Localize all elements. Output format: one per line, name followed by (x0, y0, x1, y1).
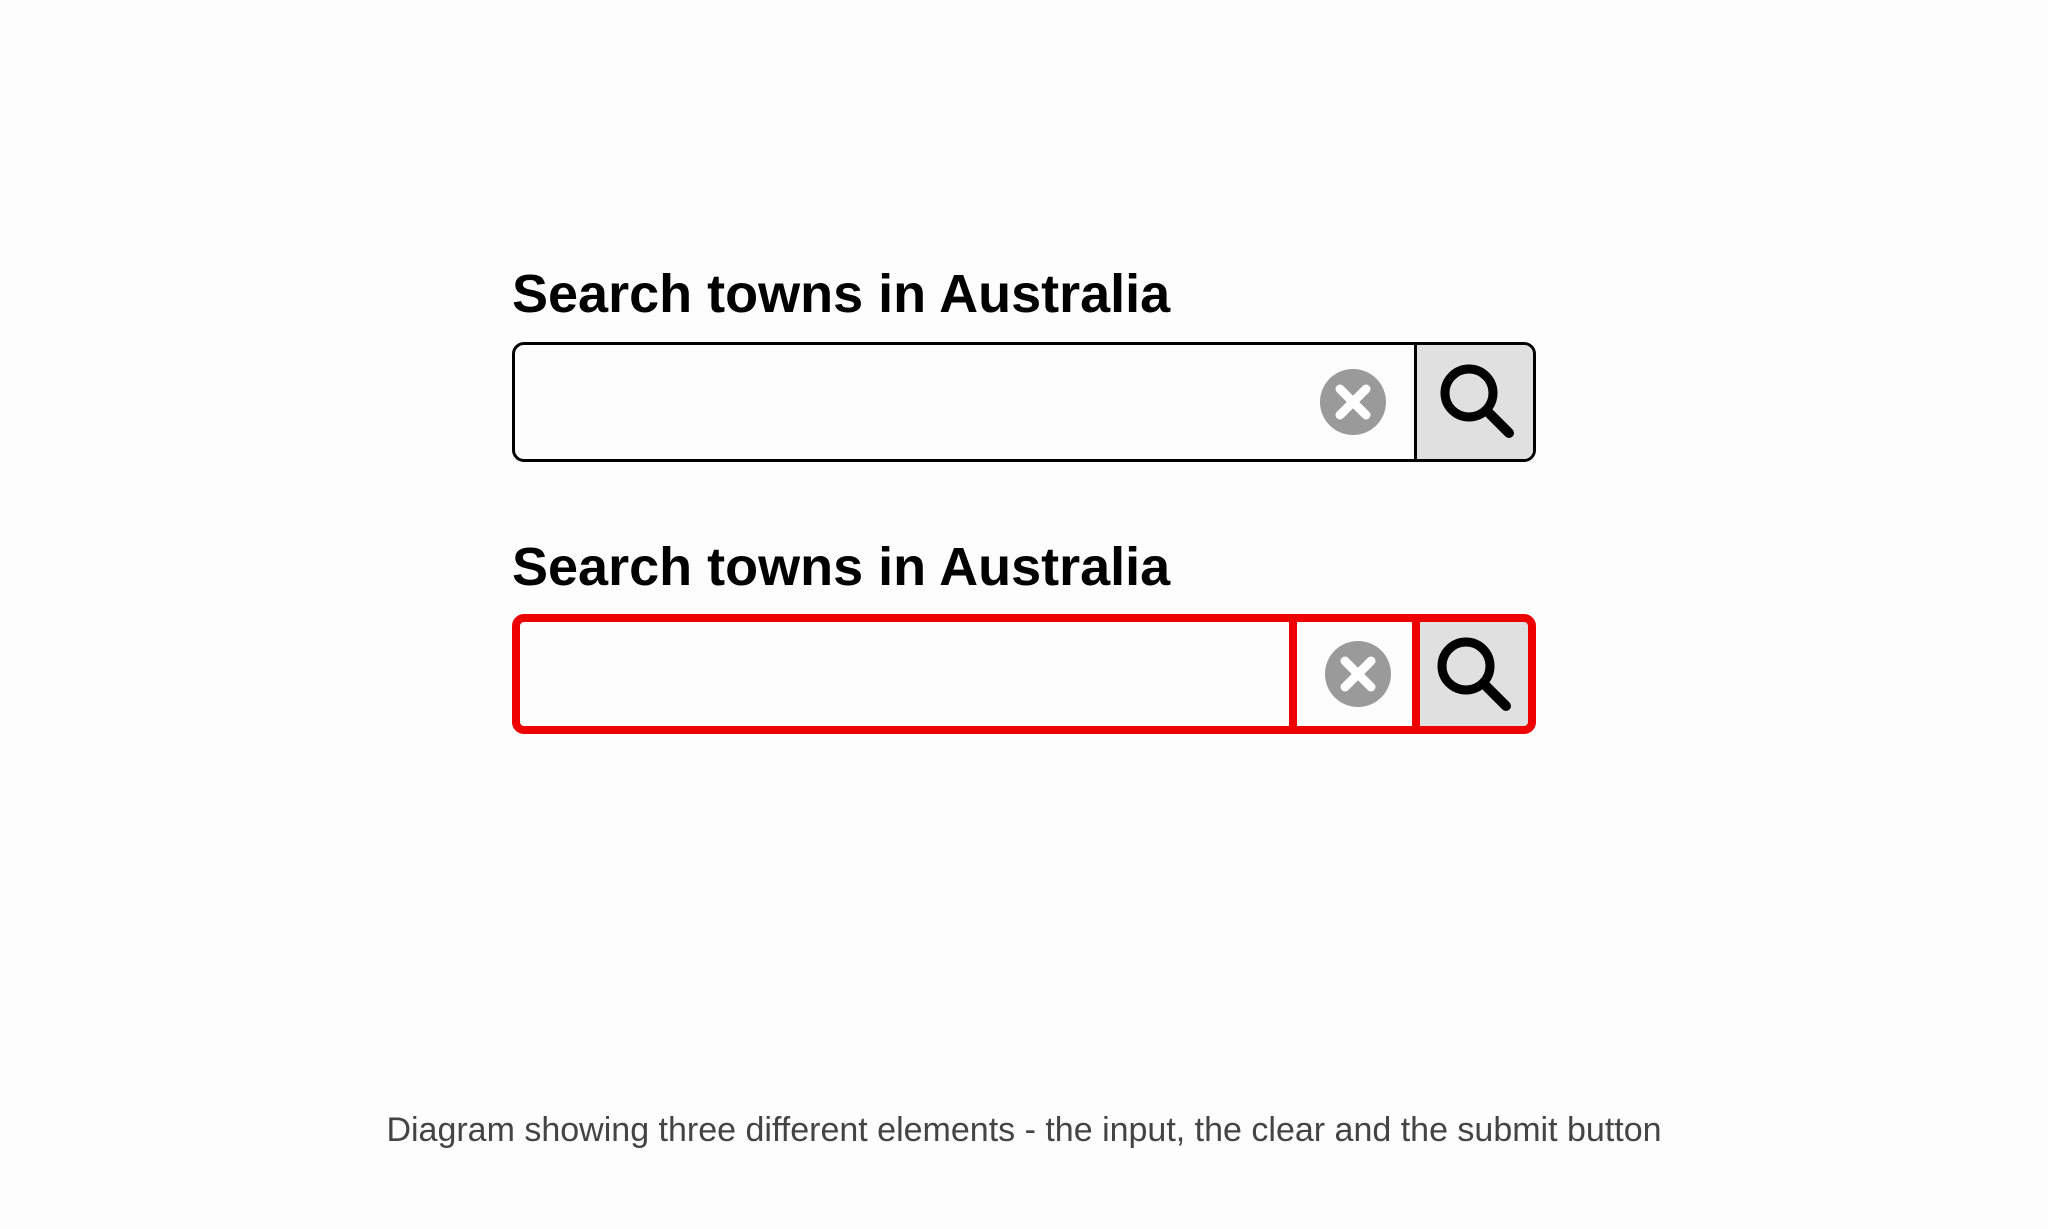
submit-button[interactable] (1414, 345, 1533, 459)
highlighted-submit-element[interactable] (1412, 614, 1536, 734)
clear-circle-x-icon (1320, 369, 1386, 435)
annotated-search-bar (512, 614, 1536, 734)
highlighted-input-element[interactable] (512, 614, 1297, 734)
search-input[interactable] (515, 345, 1414, 459)
search-heading-2: Search towns in Australia (512, 537, 1171, 597)
highlighted-clear-element[interactable] (1289, 614, 1420, 734)
search-bar (512, 342, 1536, 462)
magnifier-search-icon (1434, 634, 1514, 714)
search-heading-1: Search towns in Australia (512, 264, 1171, 324)
magnifier-search-icon (1437, 361, 1517, 441)
clear-button[interactable] (1320, 369, 1386, 435)
diagram-caption: Diagram showing three different elements… (386, 1111, 1662, 1149)
clear-circle-x-icon (1325, 641, 1391, 707)
